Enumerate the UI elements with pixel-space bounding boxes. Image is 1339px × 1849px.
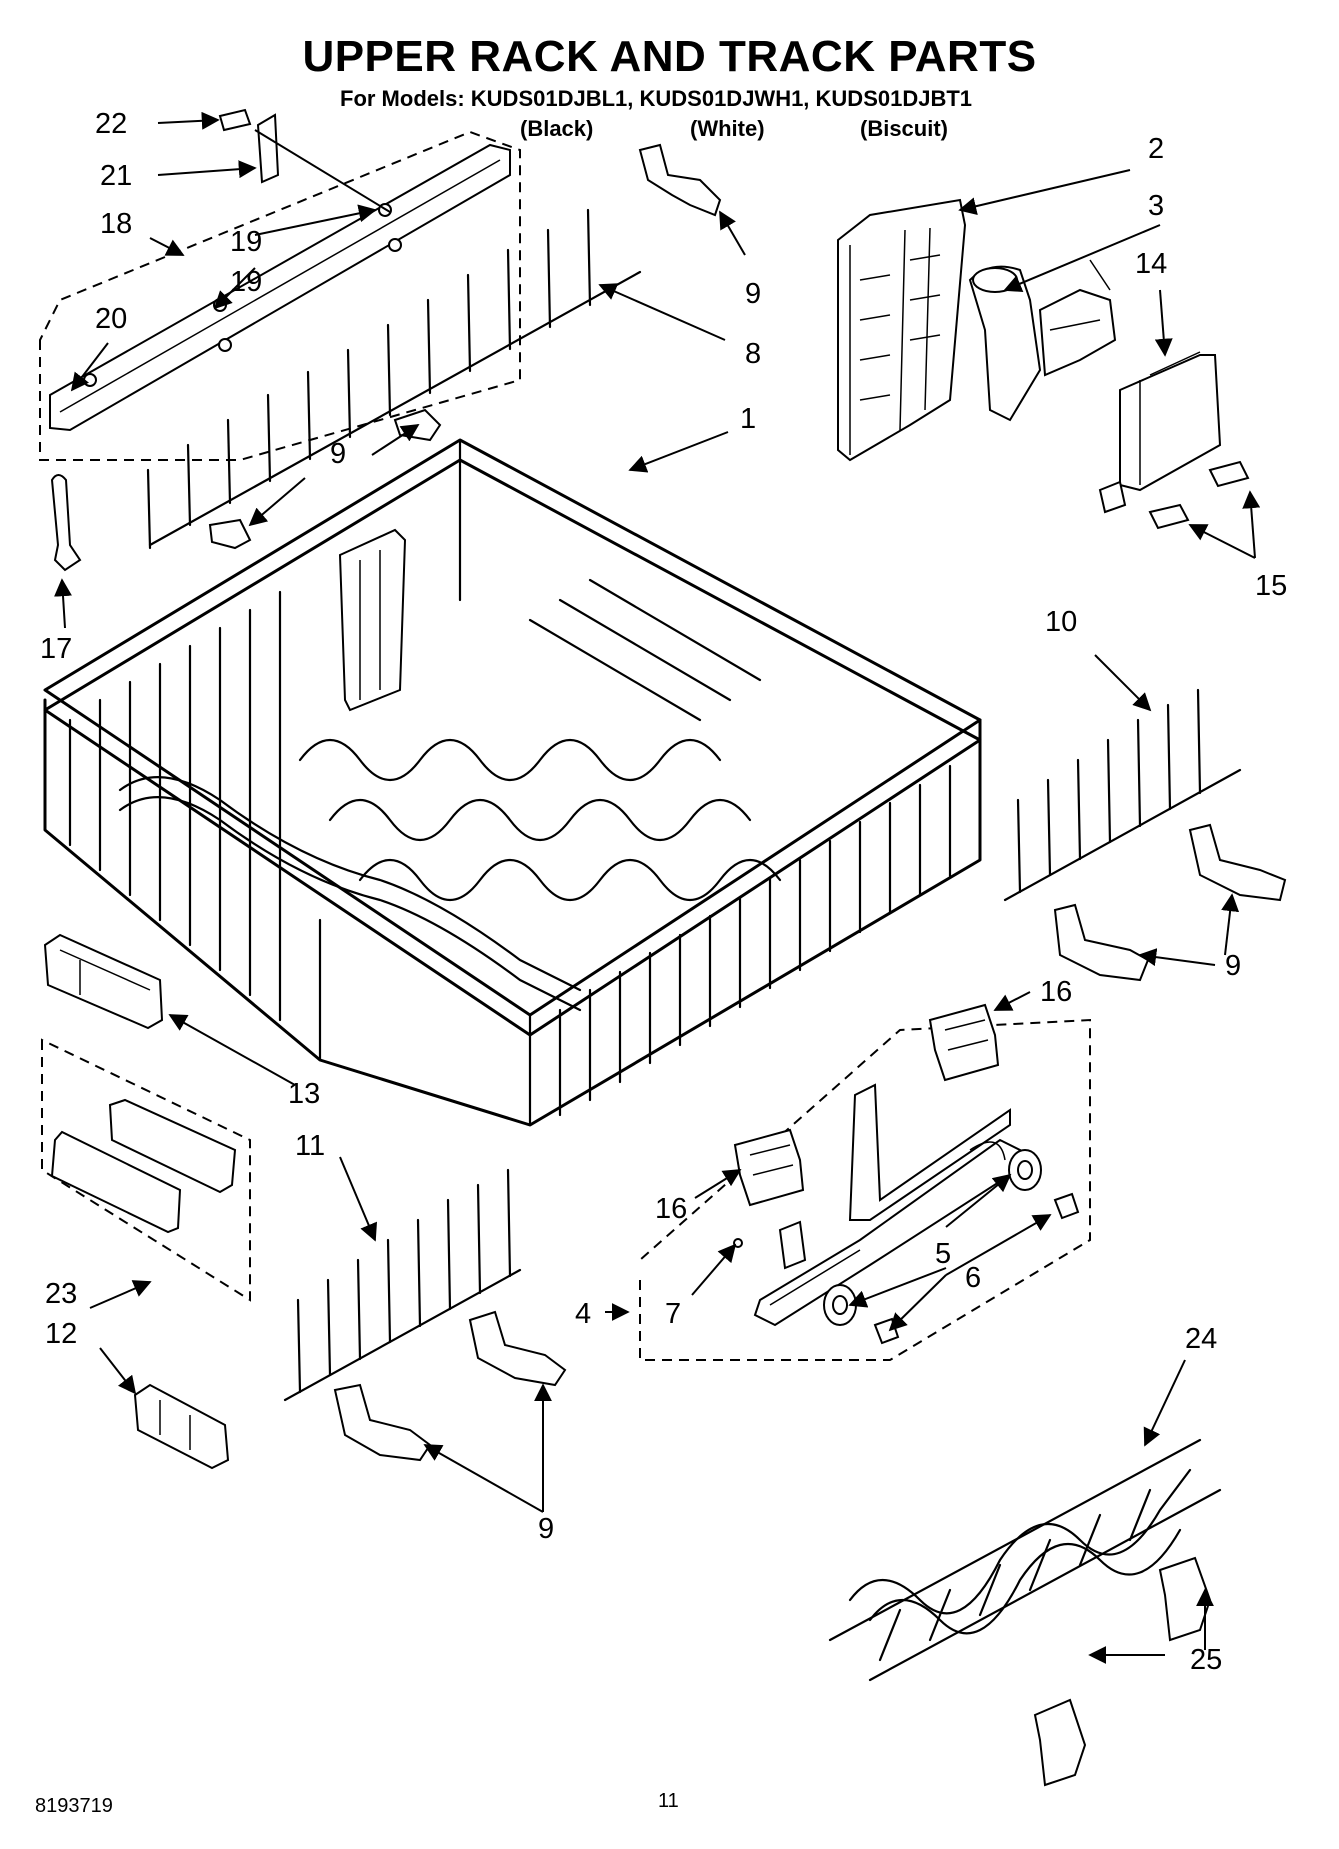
track-stop-clip-part	[218, 108, 280, 184]
callout-4: 4	[575, 1298, 592, 1330]
callout-8: 8	[745, 338, 762, 370]
callout-13: 13	[288, 1078, 321, 1110]
rack-stop-part	[50, 474, 82, 572]
callout-15: 15	[1255, 570, 1288, 602]
callout-14: 14	[1135, 248, 1168, 280]
callout-9-d: 9	[1225, 950, 1242, 982]
page-number: 11	[658, 1790, 679, 1812]
adjuster-cover-part	[1098, 351, 1222, 514]
page-title: UPPER RACK AND TRACK PARTS	[302, 32, 1037, 81]
model-color-biscuit: (Biscuit)	[860, 116, 948, 141]
callout-12: 12	[45, 1318, 78, 1350]
callout-10: 10	[1045, 606, 1078, 638]
leader-lines	[54, 111, 1261, 1664]
callout-19-b: 19	[230, 266, 263, 298]
tine-row-part-11	[283, 1168, 522, 1402]
callout-9-b: 9	[330, 438, 347, 470]
callout-11: 11	[295, 1130, 326, 1162]
callout-20: 20	[95, 303, 128, 335]
callout-9-a: 9	[745, 278, 762, 310]
track-stop-part	[133, 1383, 230, 1470]
callout-6: 6	[965, 1262, 982, 1294]
end-caps-part	[50, 1098, 237, 1234]
clip-part-16	[733, 1003, 1000, 1207]
adjuster-lever-part	[968, 259, 1117, 422]
tine-clip-part	[208, 143, 1287, 1462]
tine-row-part-10	[1003, 688, 1242, 902]
model-color-white: (White)	[690, 116, 765, 141]
callout-1: 1	[740, 403, 757, 435]
callout-21: 21	[100, 160, 133, 192]
cup-shelf-part	[828, 1438, 1222, 1682]
axles-part	[873, 1192, 1080, 1345]
upper-rack-basket-part	[43, 438, 982, 1127]
callout-16-b: 16	[655, 1193, 688, 1225]
callout-2: 2	[1148, 133, 1165, 165]
adjuster-housing-part	[837, 198, 967, 462]
cup-shelf-clip-part	[1033, 1556, 1212, 1787]
model-color-black: (Black)	[520, 116, 594, 141]
callout-3: 3	[1148, 190, 1165, 222]
doc-number: 8193719	[35, 1795, 113, 1817]
callout-5: 5	[935, 1238, 952, 1270]
track-end-cap-part	[43, 933, 164, 1030]
group-outline-23	[41, 1038, 251, 1302]
callout-17: 17	[40, 633, 73, 665]
callout-18: 18	[100, 208, 133, 240]
callout-24: 24	[1185, 1323, 1218, 1355]
callout-7: 7	[665, 1298, 682, 1330]
track-adjuster-assembly-part	[753, 1083, 1022, 1327]
group-outline-track	[39, 130, 521, 461]
screws-part	[1148, 460, 1250, 530]
callout-22: 22	[95, 108, 128, 140]
tine-row-part-8	[146, 208, 642, 550]
models-line: For Models: KUDS01DJBL1, KUDS01DJWH1, KU…	[340, 86, 973, 111]
callout-23: 23	[45, 1278, 78, 1310]
group-outline-4	[639, 1018, 1091, 1361]
callout-19-a: 19	[230, 226, 263, 258]
callout-25: 25	[1190, 1644, 1223, 1676]
callout-9-e: 9	[538, 1513, 555, 1545]
callout-16-a: 16	[1040, 976, 1073, 1008]
